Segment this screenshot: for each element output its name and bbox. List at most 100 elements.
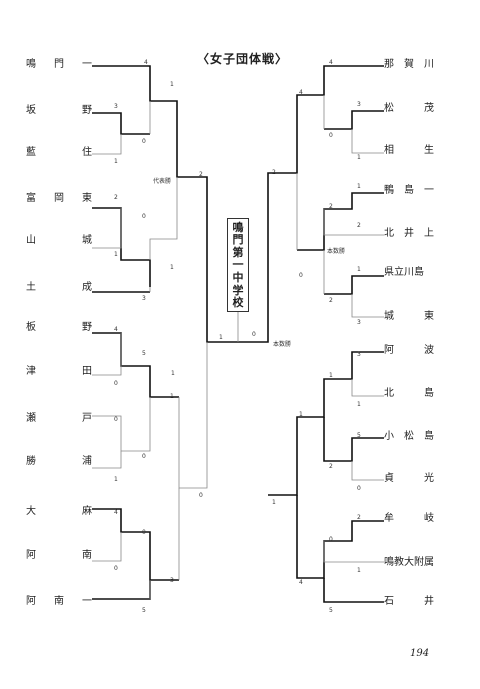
line-sakano: [92, 112, 150, 135]
team-char: 井: [404, 228, 414, 239]
team-char: 南: [54, 596, 64, 607]
left-team: 板野: [26, 318, 92, 333]
score: 1: [357, 567, 361, 574]
team-char: 東: [82, 193, 92, 204]
score: 0: [114, 565, 118, 572]
team-char: 島: [424, 388, 434, 399]
team-char: 門: [54, 59, 64, 70]
score: 3: [357, 319, 361, 326]
team-char: 東: [424, 311, 434, 322]
page-number: 194: [410, 648, 430, 659]
team-name: 鳴教大附属: [384, 557, 434, 568]
champion-char: 第: [232, 245, 244, 259]
left-team: 鳴門一: [26, 55, 92, 70]
team-char: 牟: [384, 513, 394, 524]
right-team: 那賀川: [384, 55, 434, 70]
team-char: 田: [82, 366, 92, 377]
champion-char: 門: [232, 233, 244, 247]
champion-char: 中: [232, 271, 244, 285]
score: 0: [114, 416, 118, 423]
right-team: 北島: [384, 384, 434, 399]
score: 1: [171, 370, 175, 377]
score: 5: [142, 607, 146, 614]
team-char: 松: [404, 431, 414, 442]
score: 0: [252, 331, 256, 338]
right-team: 阿波: [384, 341, 434, 356]
right-team: 松茂: [384, 99, 434, 114]
team-char: 北: [384, 388, 394, 399]
score: 1: [114, 251, 118, 258]
team-char: 貞: [384, 473, 394, 484]
team-char: 勝: [26, 456, 36, 467]
left-team: 瀬戸: [26, 409, 92, 424]
team-char: 一: [424, 185, 434, 196]
team-char: 富: [26, 193, 36, 204]
team-char: 大: [26, 506, 36, 517]
score: 2: [199, 171, 203, 178]
score: 5: [329, 607, 333, 614]
team-char: 島: [424, 431, 434, 442]
score: 1: [329, 372, 333, 379]
team-char: 山: [26, 235, 36, 246]
team-char: 藍: [26, 147, 36, 158]
team-char: 那: [384, 59, 394, 70]
right-team: 石井: [384, 592, 434, 607]
team-char: 坂: [26, 105, 36, 116]
team-char: 島: [404, 185, 414, 196]
bracket-title: 〈女子団体戦〉: [197, 52, 289, 66]
score: 2: [329, 463, 333, 470]
team-char: 松: [384, 103, 394, 114]
team-char: 阿: [26, 550, 36, 561]
score: 1: [170, 393, 174, 400]
team-char: 川: [424, 59, 434, 70]
left-team: 阿南一: [26, 592, 92, 607]
team-char: 城: [82, 235, 92, 246]
team-char: 北: [384, 228, 394, 239]
team-char: 岡: [54, 193, 64, 204]
team-char: 賀: [404, 59, 414, 70]
left-team: 阿南: [26, 546, 92, 561]
score: 1: [357, 401, 361, 408]
score: 0: [357, 485, 361, 492]
champion-char: 学: [232, 283, 244, 297]
right-team: 鴨島一: [384, 181, 434, 196]
score: 1: [170, 81, 174, 88]
score: 4: [144, 59, 148, 66]
left-team: 津田: [26, 362, 92, 377]
score: 0: [114, 380, 118, 387]
team-char: 光: [424, 473, 434, 484]
team-char: 生: [424, 145, 434, 156]
right-team: 県立川島: [384, 263, 434, 278]
score: 0: [142, 453, 146, 460]
left-team: 勝浦: [26, 452, 92, 467]
score: 4: [114, 509, 118, 516]
right-team: 牟岐: [384, 509, 434, 524]
team-char: 土: [26, 282, 36, 293]
left-team: 大麻: [26, 502, 92, 517]
left-winner-path: [92, 65, 238, 343]
score: 2: [114, 194, 118, 201]
score: 3: [142, 295, 146, 302]
score: 1: [114, 158, 118, 165]
score: 1: [299, 411, 303, 418]
team-char: 一: [82, 59, 92, 70]
team-char: 津: [26, 366, 36, 377]
team-char: 浦: [82, 456, 92, 467]
score: 3: [170, 577, 174, 584]
left-team: 坂野: [26, 101, 92, 116]
right-team: 相生: [384, 141, 434, 156]
score: 0: [199, 492, 203, 499]
team-char: 茂: [424, 103, 434, 114]
team-char: 阿: [384, 345, 394, 356]
right-team: 小松島: [384, 427, 434, 442]
score: 4: [299, 579, 303, 586]
note-label: 代表勝: [153, 177, 171, 185]
score: 2: [272, 169, 276, 176]
team-char: 井: [424, 596, 434, 607]
team-name: 県立川島: [384, 267, 424, 278]
score: 2: [357, 514, 361, 521]
score: 4: [299, 89, 303, 96]
score: 0: [142, 138, 146, 145]
team-char: 瀬: [26, 413, 36, 424]
team-char: 上: [424, 228, 434, 239]
